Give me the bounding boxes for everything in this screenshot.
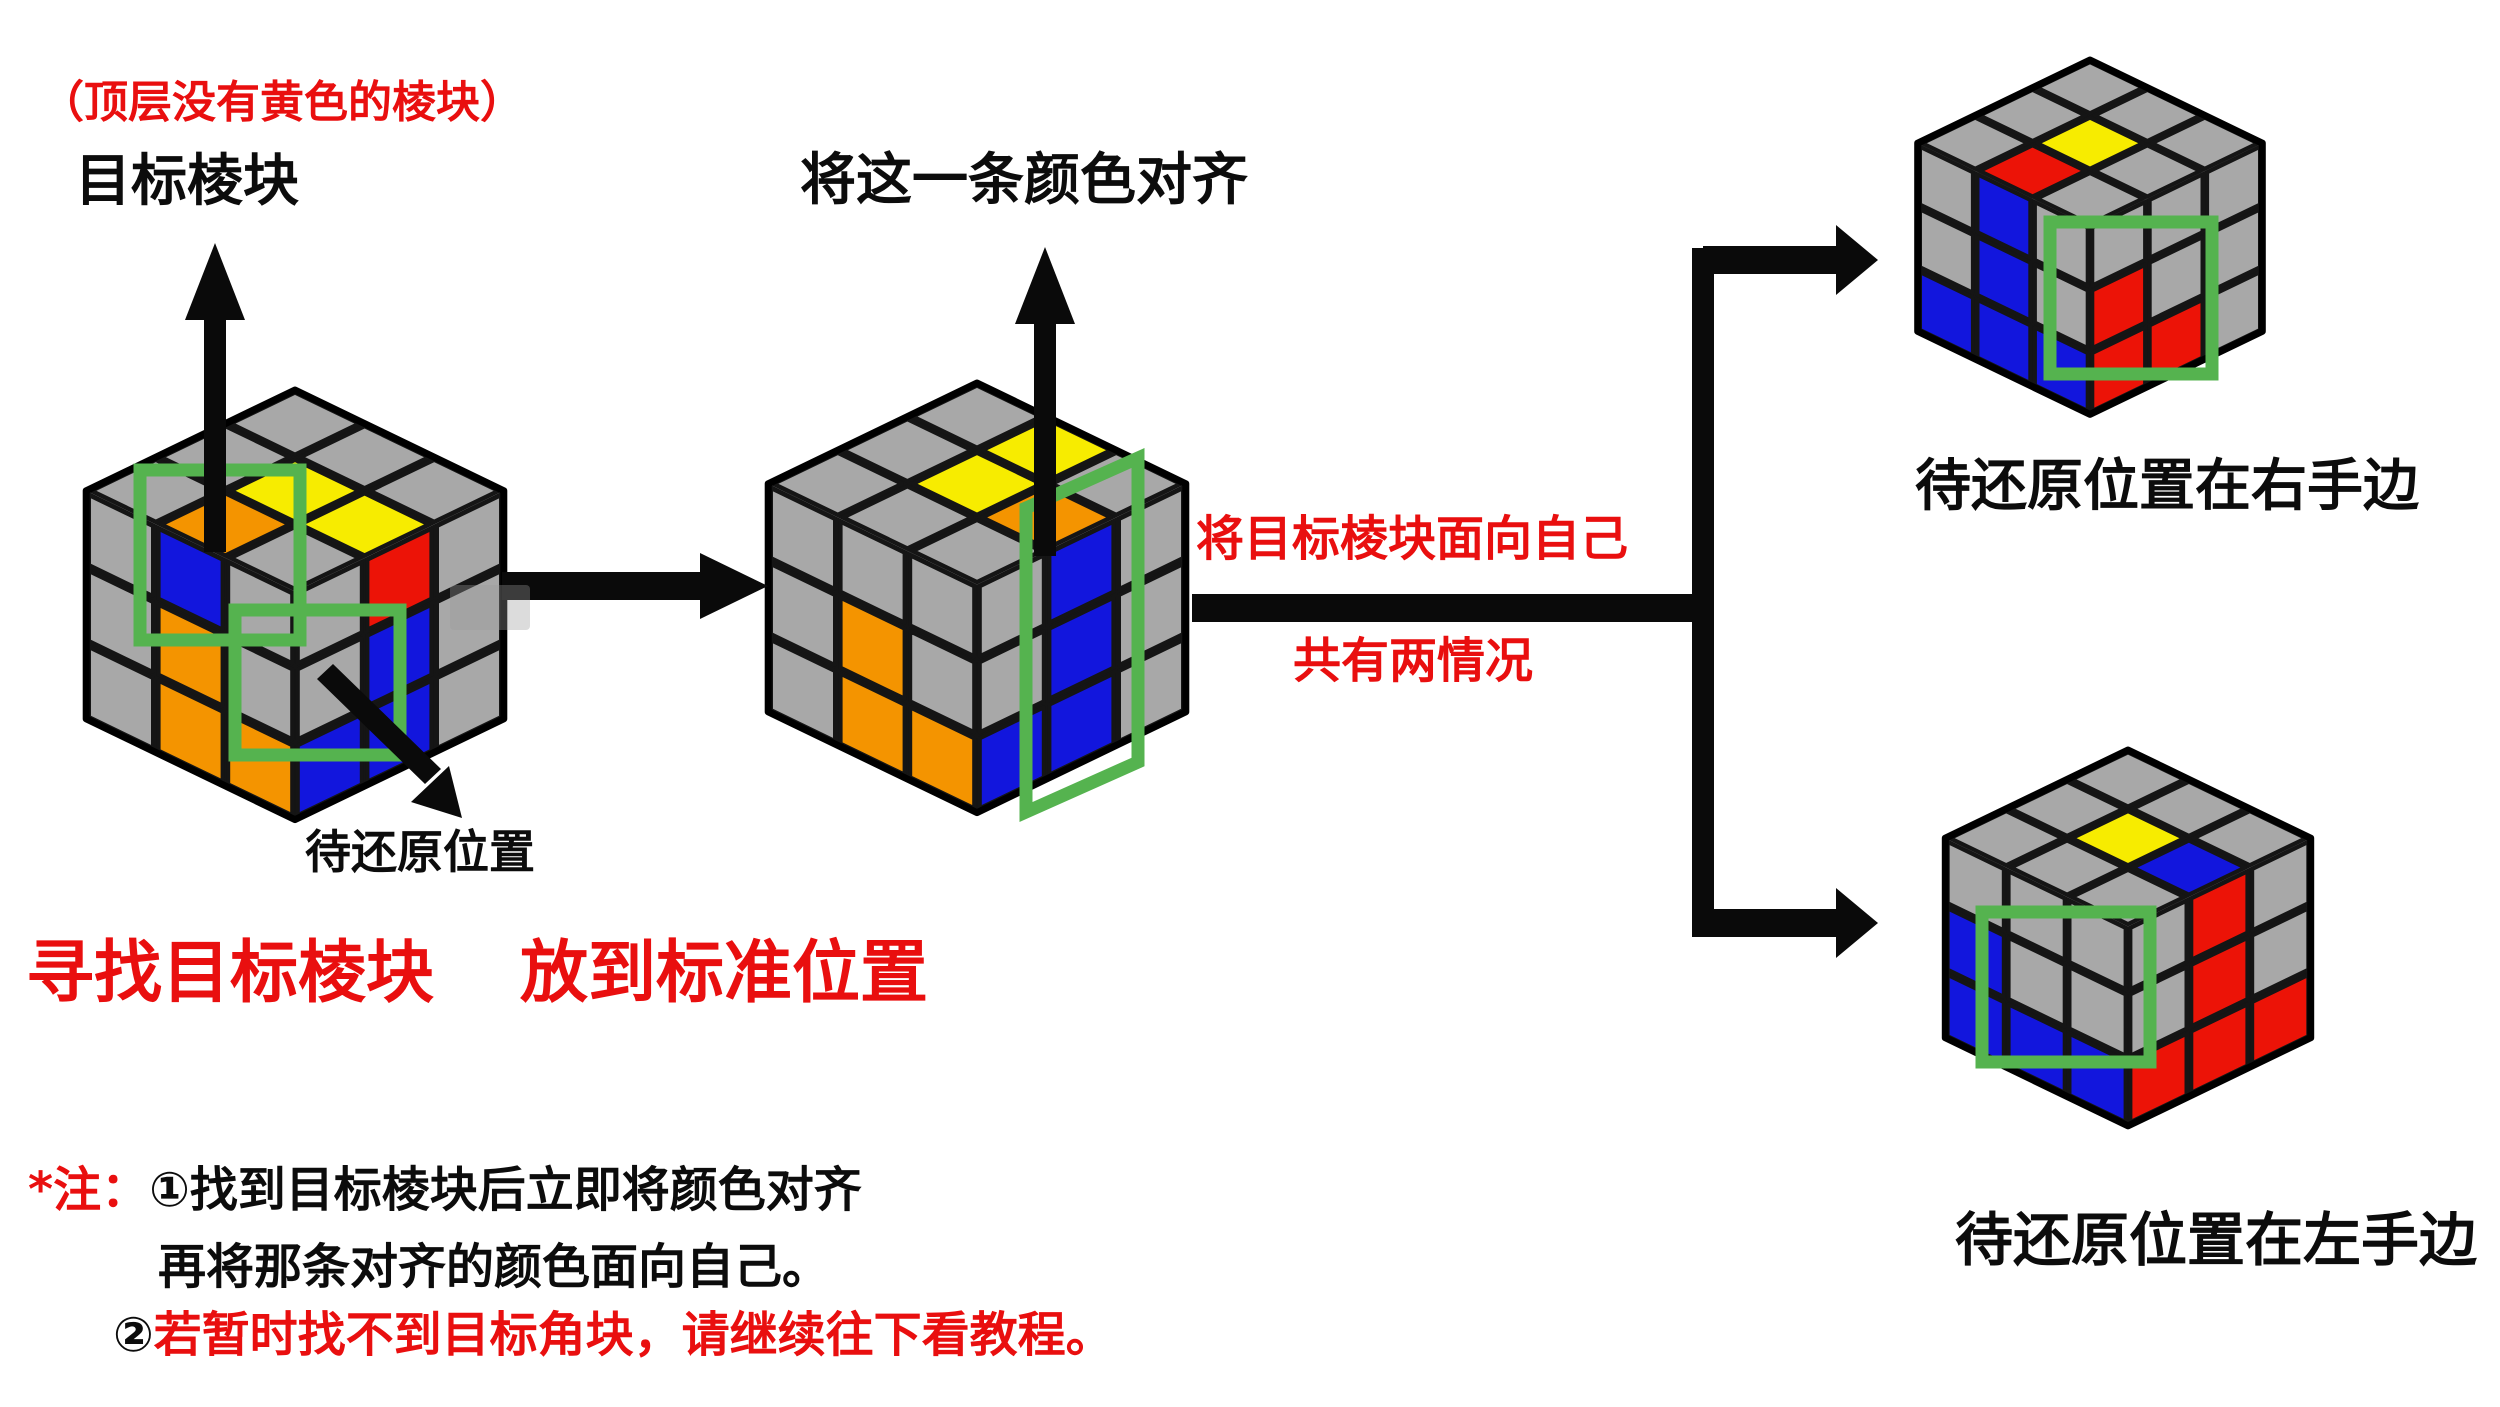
branch-top-head bbox=[1836, 225, 1878, 295]
cube-find-target-sticker bbox=[156, 526, 225, 632]
arrow-restore-position-shaft bbox=[317, 664, 441, 784]
cube-case-right-hand-sticker bbox=[2090, 262, 2148, 351]
cube-case-left-hand-sticker bbox=[2006, 935, 2067, 1029]
cube-standard-position-sticker bbox=[838, 595, 907, 701]
branch-top-shaft bbox=[1703, 246, 1836, 274]
box-slot-left-case bbox=[1975, 905, 2157, 1069]
heading-place-standard: 放到标准位置 bbox=[520, 934, 929, 1013]
heading-find-target-edge: 寻找目标棱块 bbox=[26, 934, 435, 1013]
cube-standard-position-sticker bbox=[908, 629, 977, 735]
cube-case-right-hand-sticker bbox=[2147, 235, 2205, 323]
note-no-yellow-edge: （顶层没有黄色的棱块） bbox=[40, 77, 524, 128]
label-restore-position: 待还原位置 bbox=[305, 825, 535, 879]
note-prefix: *注： bbox=[28, 1162, 150, 1218]
label-face-self: 将目标棱块面向自己 bbox=[1196, 511, 1629, 567]
note-item2-text: 若暂时找不到目标角块，请继续往下看教程。 bbox=[153, 1307, 1114, 1363]
box-restore-slot bbox=[228, 603, 407, 762]
cube-case-left-hand-sticker bbox=[2130, 838, 2247, 897]
cube-case-right-hand-sticker bbox=[1975, 172, 2033, 260]
branch-vertical-bar bbox=[1692, 248, 1714, 937]
cube-find-target-sticker bbox=[226, 636, 295, 742]
note-line-3: ②若暂时找不到目标角块，请继续往下看教程。 bbox=[113, 1310, 1114, 1360]
arrow-up-aligned-strip-head bbox=[1015, 247, 1075, 324]
label-align-strip: 将这一条颜色对齐 bbox=[800, 148, 1248, 213]
cube-standard-position-sticker bbox=[1047, 595, 1116, 701]
note-item2-num: ② bbox=[113, 1307, 154, 1363]
note-line-2: 再将那条对齐的颜色面向自己。 bbox=[158, 1239, 831, 1295]
note-item1-num: ① bbox=[149, 1162, 190, 1218]
cube-find-target-outline bbox=[82, 386, 508, 824]
cube-standard-position-outline bbox=[764, 379, 1190, 817]
cube-case-left-hand-sticker bbox=[2067, 898, 2128, 992]
cube-case-left-hand-sticker bbox=[2009, 838, 2126, 897]
label-case-right-hand: 待还原位置在右手边 bbox=[1915, 454, 2419, 519]
cube-case-left-hand-outline bbox=[1941, 746, 2315, 1130]
cube-standard-position-sticker bbox=[1047, 519, 1116, 625]
label-two-cases: 共有两情况 bbox=[1293, 633, 1534, 689]
box-slot-right-case bbox=[2043, 215, 2219, 381]
label-case-left-hand: 待还原位置在左手边 bbox=[1955, 1206, 2478, 1274]
cube-case-left-hand-sticker bbox=[2070, 809, 2186, 868]
note-line-1: *注：①找到目标棱块后立即将颜色对齐 bbox=[28, 1165, 862, 1215]
cube-standard-position-sticker bbox=[841, 484, 974, 551]
box-aligned-strip bbox=[1019, 447, 1145, 823]
label-target-edge: 目标棱块 bbox=[75, 149, 299, 214]
cube-standard-position-sticker bbox=[908, 553, 977, 659]
cube-case-right-hand-sticker bbox=[2035, 115, 2145, 171]
cube-find-target-sticker bbox=[298, 491, 431, 558]
cube-case-left-hand-sticker bbox=[2189, 935, 2250, 1029]
cube-standard-position-sticker bbox=[911, 450, 1043, 517]
cube-case-right-hand-sticker bbox=[1977, 143, 2088, 199]
cube-standard-position-sticker bbox=[838, 519, 907, 625]
arrow-step1-shaft bbox=[502, 572, 700, 600]
arrow-up-aligned-strip-shaft bbox=[1034, 322, 1056, 556]
cube-case-right-hand-sticker bbox=[2092, 143, 2203, 199]
watermark bbox=[450, 585, 530, 630]
arrow-up-target-edge-head bbox=[185, 243, 245, 320]
cube-case-right-hand-sticker bbox=[1975, 235, 2033, 323]
arrow-restore-position-head bbox=[411, 766, 462, 818]
note-item1-text: 找到目标棱块后立即将颜色对齐 bbox=[189, 1162, 862, 1218]
cube-find-target-sticker bbox=[156, 602, 225, 708]
branch-bottom-head bbox=[1836, 888, 1878, 958]
arrow-step2-shaft bbox=[1192, 594, 1703, 622]
arrow-up-target-edge-shaft bbox=[204, 318, 226, 552]
cube-case-right-hand-outline bbox=[1914, 56, 2266, 418]
branch-bottom-shaft bbox=[1703, 909, 1836, 937]
arrow-step1-head bbox=[700, 553, 768, 619]
cube-case-left-hand-sticker bbox=[2189, 869, 2250, 962]
